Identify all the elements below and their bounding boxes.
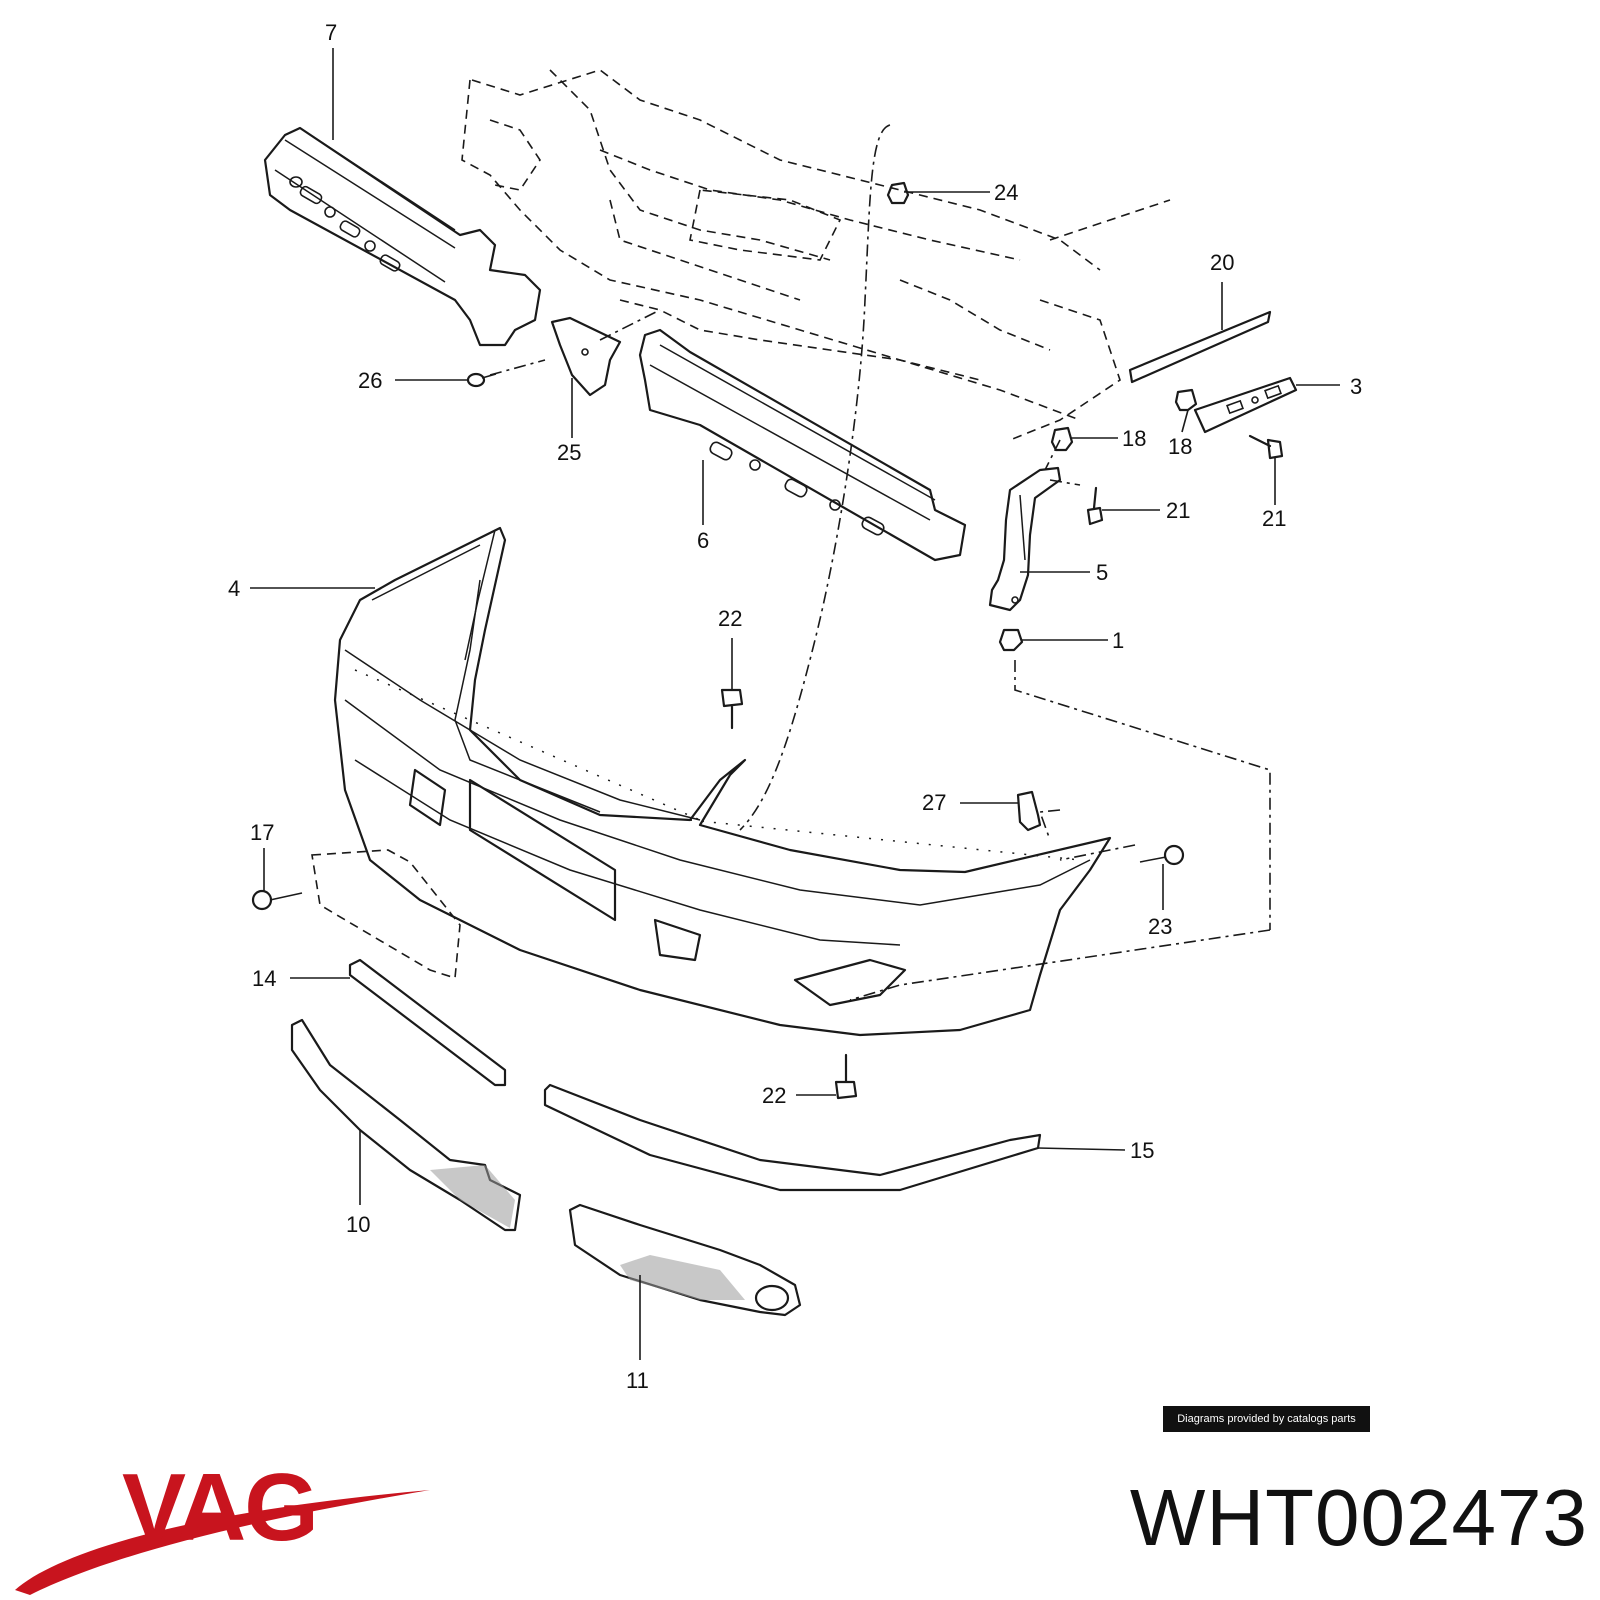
label-4: 4	[228, 576, 240, 601]
label-22b: 22	[762, 1083, 786, 1108]
part-3-bracket	[1193, 376, 1298, 434]
label-11: 11	[626, 1368, 649, 1393]
part-25-bracket	[550, 316, 622, 397]
label-18b: 18	[1168, 434, 1192, 459]
vag-logo: VAG	[15, 1454, 430, 1595]
guide-lines	[489, 124, 1271, 1001]
label-10: 10	[346, 1212, 370, 1237]
label-7: 7	[325, 20, 337, 45]
label-6: 6	[697, 528, 709, 553]
part-21-screws	[1086, 434, 1284, 526]
label-25: 25	[557, 440, 581, 465]
plate-holder-outline	[311, 849, 461, 980]
label-5: 5	[1096, 560, 1108, 585]
credit-badge: Diagrams provided by catalogs parts	[1163, 1406, 1370, 1432]
part-4-bumper-cover	[333, 526, 1112, 1037]
part-22-screws	[720, 688, 858, 1100]
part-5-bracket	[988, 466, 1062, 612]
label-24: 24	[994, 180, 1018, 205]
label-14: 14	[252, 966, 276, 991]
label-1: 1	[1112, 628, 1124, 653]
label-3: 3	[1350, 374, 1362, 399]
part-23-bolt	[1139, 844, 1185, 866]
part-7-beam	[263, 126, 542, 347]
part-14-trim	[348, 958, 507, 1087]
label-21b: 21	[1262, 506, 1286, 531]
label-26: 26	[358, 368, 382, 393]
part-27-clip	[1016, 790, 1042, 832]
label-20: 20	[1210, 250, 1234, 275]
part-24-clip	[886, 181, 910, 205]
part-17-bolt	[251, 889, 303, 911]
part-number: WHT002473	[1129, 1473, 1588, 1562]
part-15-trim	[543, 1083, 1042, 1192]
label-15: 15	[1130, 1138, 1154, 1163]
part-10-grille	[290, 1018, 522, 1232]
label-21a: 21	[1166, 498, 1190, 523]
label-22a: 22	[718, 606, 742, 631]
part-1-nut	[998, 628, 1024, 652]
label-18a: 18	[1122, 426, 1146, 451]
brand-name: VAG	[122, 1454, 317, 1561]
part-20-strip	[1128, 310, 1272, 384]
car-body-outline	[461, 69, 1171, 441]
label-27: 27	[922, 790, 946, 815]
part-11-grille	[568, 1203, 802, 1317]
leader-lines	[250, 48, 1340, 1360]
part-6-beam	[638, 328, 967, 562]
part-26-clip	[466, 372, 497, 388]
label-17: 17	[250, 820, 274, 845]
label-23: 23	[1148, 914, 1172, 939]
